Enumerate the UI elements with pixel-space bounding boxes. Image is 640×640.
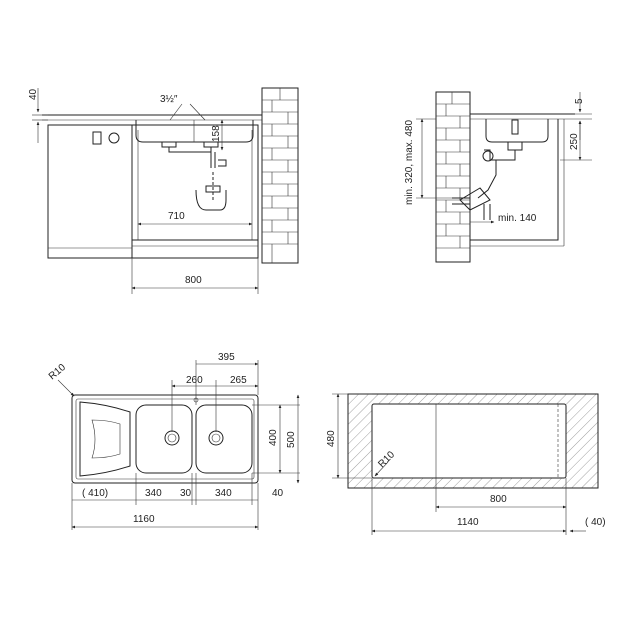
overflow-fitting [218, 159, 227, 167]
sink-outline [71, 394, 259, 484]
r10-leader [57, 379, 75, 397]
cutout-opening [371, 403, 567, 479]
drain-right-inner-icon [211, 433, 221, 443]
wall-side-outline [435, 91, 471, 263]
front-view: 3½″ 40 158 710 800 [28, 87, 299, 294]
sink-cabinet [132, 124, 259, 259]
side-wall-outlet [452, 197, 470, 205]
dim-410-label: ( 410) [82, 488, 108, 499]
dim-40b-label: ( 40) [585, 517, 606, 528]
pipe-size-label: 3½″ [160, 94, 178, 105]
dim-395-label: 395 [218, 352, 235, 363]
dim-1140-label: 1140 [457, 517, 479, 528]
dim-40-label-top: 40 [272, 488, 284, 499]
dim-range-label: min. 320, max. 480 [404, 120, 415, 205]
dim-1160-label: 1160 [133, 514, 155, 525]
sink-inner-rim [75, 398, 255, 480]
bowl-right [195, 404, 253, 474]
dim-40-label: 40 [28, 88, 39, 100]
sink-bowls-outline [135, 120, 254, 143]
side-trap-cap [482, 150, 494, 162]
cutout-r10-leader [374, 461, 389, 477]
side-tailpiece [483, 204, 491, 220]
bowl-left [135, 404, 193, 474]
countertop-outline [347, 393, 599, 489]
dim-800b-label: 800 [490, 494, 507, 505]
brick-wall-front [261, 87, 299, 264]
side-overflow-tube [511, 119, 519, 135]
trap-bend [195, 189, 227, 211]
dim-800-label: 800 [185, 275, 202, 286]
appliance-knob-box [92, 131, 102, 145]
drain-left-inner-icon [167, 433, 177, 443]
drain-left-icon [164, 430, 180, 446]
drainer-board [79, 401, 131, 477]
r10-label: R10 [47, 362, 68, 383]
pipe-leader-1 [169, 103, 183, 121]
left-cabinet [47, 124, 133, 259]
dim-158-label: 158 [211, 125, 222, 142]
drain-left [161, 141, 177, 148]
side-view: 5 250 min. 320, max. 480 min. 140 [404, 91, 592, 263]
drain-right-icon [208, 430, 224, 446]
cutout-view: 480 R10 800 1140 ( 40) [326, 393, 606, 535]
dim-min140-label: min. 140 [498, 213, 537, 224]
appliance-knob-icon [108, 132, 120, 144]
dim-340a-label: 340 [145, 488, 162, 499]
dim-30-label: 30 [180, 488, 192, 499]
dim-340b-label: 340 [215, 488, 232, 499]
side-waste-arm [484, 149, 516, 161]
side-drain [507, 141, 523, 151]
brick-wall-side [435, 91, 471, 263]
pipe-leader-2 [189, 103, 206, 121]
waste-connector [168, 147, 212, 153]
wall-outline [261, 87, 299, 264]
dim-260-label: 260 [186, 375, 203, 386]
countertop-hatch [348, 394, 598, 488]
dim-480-label: 480 [326, 430, 337, 447]
dim-5-label: 5 [574, 98, 585, 104]
trap-nut [205, 185, 221, 193]
cutout-r10-label: R10 [376, 449, 397, 470]
drainer-groove [91, 419, 121, 459]
side-bowl [485, 119, 549, 143]
dim-400-label: 400 [268, 429, 279, 446]
dim-500-label: 500 [286, 431, 297, 448]
side-trap-body [459, 187, 491, 211]
dim-250-label: 250 [569, 133, 580, 150]
side-cabinet [470, 119, 559, 241]
top-view: R10 395 260 265 400 500 ( 410) 340 30 34… [47, 352, 300, 530]
side-outlet-pipe [477, 160, 497, 199]
dim-265-label: 265 [230, 375, 247, 386]
waste-pipe [210, 152, 216, 168]
dim-710-label: 710 [168, 211, 185, 222]
